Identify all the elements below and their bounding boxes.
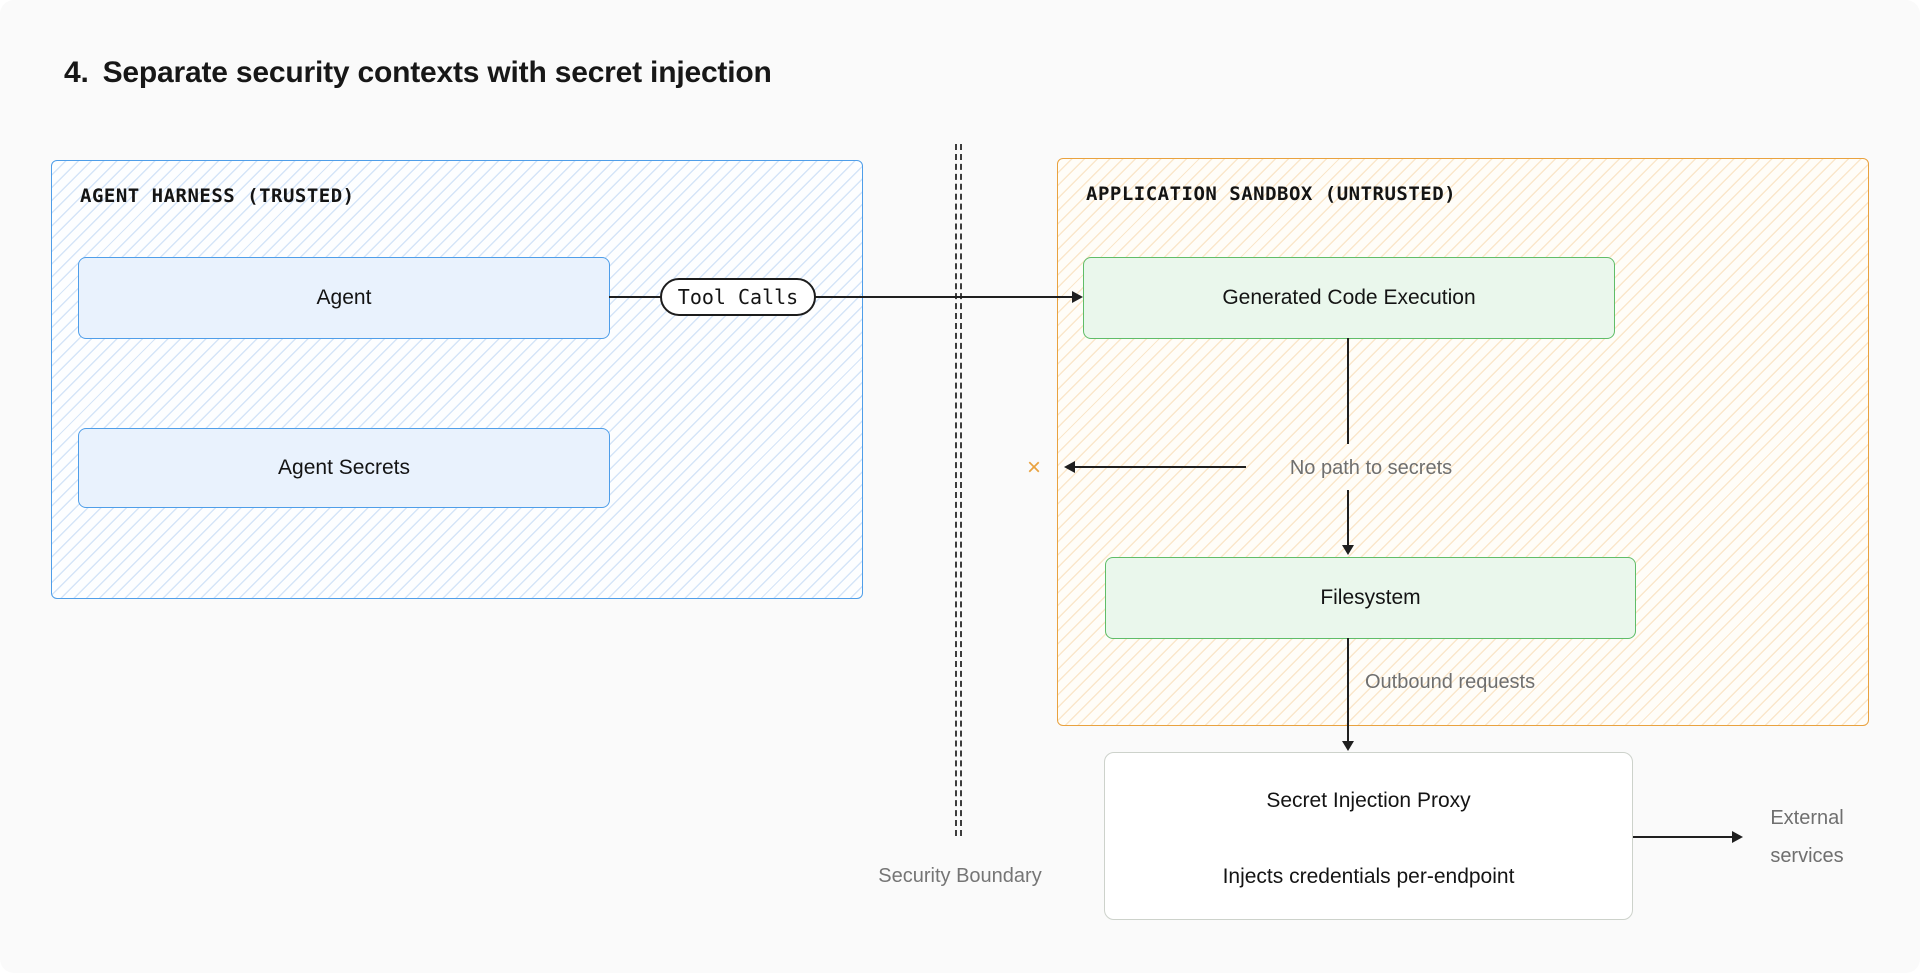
tool-calls-text: Tool Calls [677,285,799,309]
secret-injection-proxy-node: Secret Injection Proxy Injects credentia… [1104,752,1633,920]
proxy-to-external-edge-line [1633,836,1733,838]
gen-to-fs-edge-upper [1347,338,1349,444]
security-boundary-label: Security Boundary [878,865,1042,887]
generated-code-execution-label: Generated Code Execution [1222,286,1476,309]
tool-calls-edge-label: Tool Calls [660,278,816,316]
blocked-x-icon: × [1026,454,1041,481]
outbound-requests-label: Outbound requests [1365,671,1536,693]
agent-node: Agent [78,257,610,339]
external-services-line2: services [1770,845,1844,867]
proxy-title: Secret Injection Proxy [1266,789,1471,812]
application-sandbox-zone: APPLICATION SANDBOX (UNTRUSTED) Generate… [1057,158,1869,726]
gen-to-fs-arrowhead-icon [1342,545,1354,555]
agent-harness-zone: AGENT HARNESS (TRUSTED) Agent Agent Secr… [51,160,863,599]
application-sandbox-zone-label: APPLICATION SANDBOX (UNTRUSTED) [1086,183,1457,205]
gen-to-fs-edge-lower [1347,490,1349,545]
agent-node-label: Agent [316,286,372,309]
external-services-label: External services [1747,799,1867,875]
agent-harness-zone-label: AGENT HARNESS (TRUSTED) [80,185,355,207]
agent-secrets-node: Agent Secrets [78,428,610,508]
fs-to-proxy-arrowhead-icon [1342,741,1354,751]
proxy-to-external-arrowhead-icon [1732,831,1743,843]
generated-code-execution-node: Generated Code Execution [1083,257,1615,339]
page-title-text: Separate security contexts with secret i… [102,56,772,89]
agent-secrets-node-label: Agent Secrets [278,456,410,479]
page-title: 4. Separate security contexts with secre… [64,56,772,90]
security-boundary-line [955,144,962,836]
blocked-edge-arrowhead-icon [1064,461,1075,473]
external-services-line1: External [1770,807,1844,829]
blocked-edge-line [1066,466,1246,468]
proxy-subtitle: Injects credentials per-endpoint [1222,865,1515,888]
no-path-to-secrets-label: No path to secrets [1289,457,1453,479]
filesystem-node: Filesystem [1105,557,1636,639]
tool-calls-arrowhead-icon [1072,291,1083,303]
fs-to-proxy-edge-line [1347,638,1349,742]
filesystem-node-label: Filesystem [1320,586,1421,609]
tool-calls-edge-line [609,296,1073,298]
page-title-number: 4. [64,56,89,89]
